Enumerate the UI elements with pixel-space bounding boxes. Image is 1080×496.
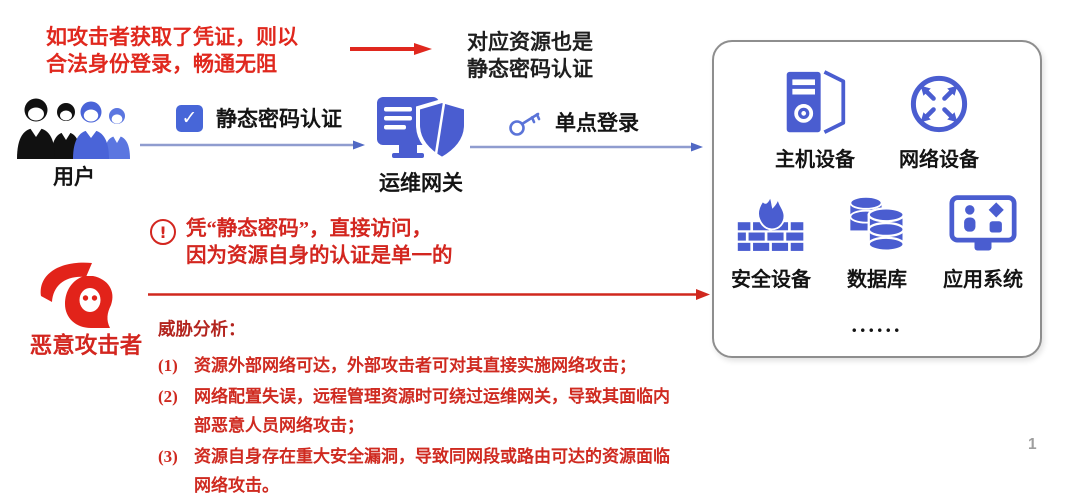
database-icon: [849, 195, 905, 252]
resource-group-box: 主机设备: [712, 40, 1042, 358]
sso-node: 单点登录: [508, 106, 639, 138]
network-device-icon: [910, 75, 968, 133]
threat-analysis-title: 威胁分析：: [158, 319, 246, 339]
server-icon: [786, 70, 846, 134]
threat-item-1: (1) 资源外部网络可达，外部攻击者可对其直接实施网络攻击；: [158, 351, 738, 380]
item-number: (1): [158, 356, 178, 375]
resource-database: 数据库: [825, 190, 929, 292]
warning-line: 凭“静态密码”，直接访问，: [186, 218, 432, 240]
page-number: 1: [1028, 436, 1037, 453]
arrow-users-to-gateway: [140, 140, 365, 150]
threat-item-line: 网络配置失误，远程管理资源时可绕过运维网关，导致其面临内: [194, 387, 670, 406]
exclamation-circle-icon: !: [150, 219, 176, 245]
gateway-label: 运维网关: [379, 171, 463, 195]
note-line: 对应资源也是: [467, 30, 593, 54]
resource-label: 应用系统: [943, 269, 1023, 291]
credential-theft-note: 如攻击者获取了凭证，则以 合法身份登录，畅通无阻: [46, 24, 298, 78]
arrow-gateway-to-resources: [470, 142, 703, 152]
static-auth-label: 静态密码认证: [216, 107, 342, 131]
threat-item-line: 网络攻击。: [194, 476, 279, 495]
resource-label: 数据库: [847, 269, 907, 291]
threat-item-line: 部恶意人员网络攻击；: [194, 416, 364, 435]
resource-app-system: 应用系统: [931, 190, 1035, 292]
resource-label: 网络设备: [899, 149, 979, 171]
note-line: 合法身份登录，畅通无阻: [46, 52, 277, 76]
note-line: 静态密码认证: [467, 57, 593, 81]
users-label: 用户: [53, 165, 95, 189]
red-arrow-top: [350, 43, 432, 55]
app-system-icon: [949, 195, 1017, 251]
note-line: 如攻击者获取了凭证，则以: [46, 25, 298, 49]
resource-static-auth-note: 对应资源也是 静态密码认证: [467, 29, 593, 83]
attacker-label: 恶意攻击者: [29, 333, 143, 358]
threat-item-2: (2) 网络配置失误，远程管理资源时可绕过运维网关，导致其面临内 部恶意人员网络…: [158, 382, 738, 440]
resource-host-device: 主机设备: [763, 70, 867, 172]
warning-line: 因为资源自身的认证是单一的: [186, 245, 453, 267]
key-icon: [509, 112, 541, 136]
resource-label: 安全设备: [731, 269, 811, 291]
threat-item-line: 资源自身存在重大安全漏洞，导致同网段或路由可达的资源面临: [194, 447, 670, 466]
users-icon: [17, 98, 130, 159]
hooded-attacker-icon: [40, 262, 113, 328]
threat-item-3: (3) 资源自身存在重大安全漏洞，导致同网段或路由可达的资源面临 网络攻击。: [158, 442, 738, 496]
threat-analysis: 威胁分析： (1) 资源外部网络可达，外部攻击者可对其直接实施网络攻击； (2)…: [158, 316, 738, 496]
sso-label: 单点登录: [555, 111, 639, 135]
red-attack-arrow: [148, 289, 710, 300]
firewall-flame-icon: [737, 193, 804, 251]
item-number: (3): [158, 447, 178, 466]
item-number: (2): [158, 387, 178, 406]
checkbox-check-icon: ✓: [176, 104, 203, 132]
resource-network-device: 网络设备: [887, 70, 991, 172]
threat-item-line: 资源外部网络可达，外部攻击者可对其直接实施网络攻击；: [194, 356, 636, 375]
monitor-shield-icon: [377, 97, 467, 162]
static-auth-node: ✓ 静态密码认证: [176, 103, 342, 133]
resource-security-device: 安全设备: [719, 190, 823, 292]
resource-ellipsis: ......: [851, 312, 903, 337]
resource-label: 主机设备: [775, 149, 855, 171]
static-password-warning: ! 凭“静态密码”，直接访问， 因为资源自身的认证是单一的: [150, 216, 453, 270]
